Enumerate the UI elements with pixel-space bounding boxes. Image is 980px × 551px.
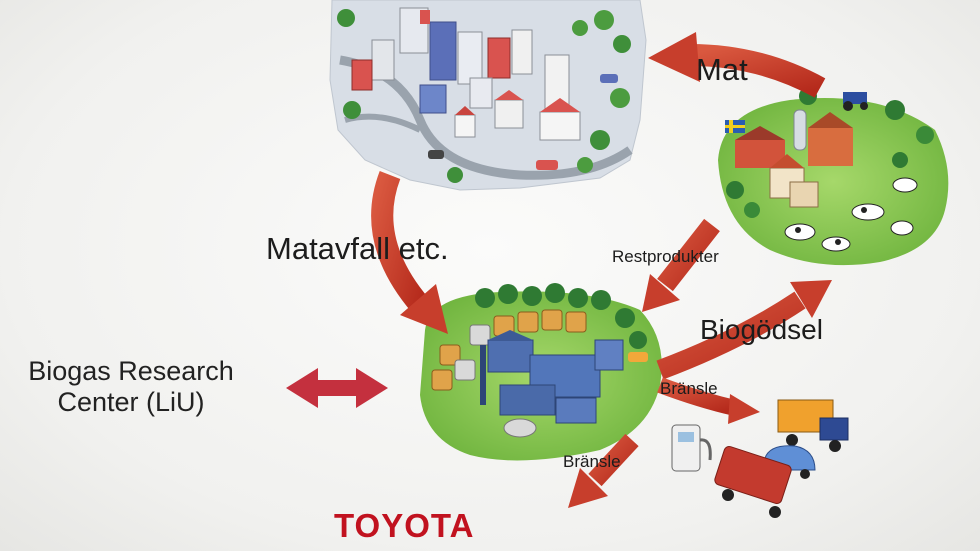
mat-label: Mat bbox=[696, 52, 748, 87]
bransle-down-arrow bbox=[568, 433, 639, 508]
research-line1: Biogas Research bbox=[28, 356, 234, 386]
toyota-logo: TOYOTA bbox=[334, 507, 475, 544]
fuel-pump-icon bbox=[671, 424, 712, 472]
research-line2: Center (LiU) bbox=[57, 387, 205, 418]
bransle-truck-label: Bränsle bbox=[660, 379, 718, 398]
restprodukter-label: Restprodukter bbox=[612, 247, 719, 266]
biogodsel-arrow bbox=[656, 280, 832, 380]
bransle-truck-arrow bbox=[657, 377, 760, 424]
matavfall-arrow bbox=[371, 171, 448, 334]
restprodukter-arrow bbox=[642, 218, 720, 312]
bus-icon bbox=[714, 445, 792, 518]
matavfall-label: Matavfall etc. bbox=[266, 231, 449, 266]
mat-arrow bbox=[648, 32, 826, 98]
farm-illustration bbox=[718, 87, 949, 266]
biogodsel-label: Biogödsel bbox=[700, 314, 823, 345]
biogas-plant-illustration bbox=[420, 283, 662, 461]
double-arrow-icon bbox=[286, 368, 388, 408]
bransle-down-label: Bränsle bbox=[563, 452, 621, 471]
research-center-label: Biogas Research Center (LiU) bbox=[16, 356, 246, 418]
truck-icon bbox=[777, 399, 849, 452]
city-illustration bbox=[329, 0, 647, 191]
